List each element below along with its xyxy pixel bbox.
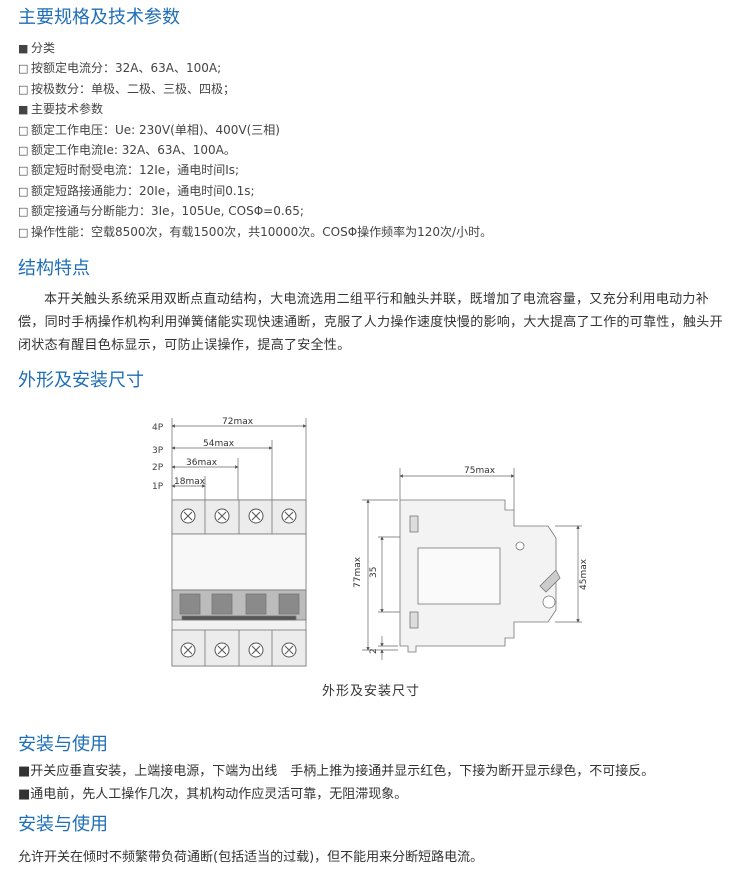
- dimensions-heading: 外形及安装尺寸: [18, 370, 144, 391]
- side-view: [399, 499, 561, 653]
- install-heading-2: 安装与使用: [18, 814, 108, 835]
- pole-label-1p: 1P: [152, 482, 164, 492]
- spec-item: ■主要技术参数: [18, 102, 104, 117]
- specs-heading: 主要规格及技术参数: [18, 7, 180, 28]
- spec-item: □按额定电流分：32A、63A、100A;: [18, 61, 222, 76]
- spec-item: □额定接通与分断能力：3Ie，105Ue, COSΦ=0.65;: [18, 204, 304, 219]
- dim-54max: 54max: [203, 439, 235, 449]
- spec-item: □额定工作电压：Ue: 230V(单相)、400V(三相): [18, 122, 280, 137]
- list-item: 允许开关在倾时不频繁带负荷通断(包括适当的过载)，但不能用来分断短路电流。: [18, 850, 484, 865]
- pole-label-4p: 4P: [152, 423, 164, 433]
- dim-75max: 75max: [464, 466, 496, 476]
- structure-heading: 结构特点: [18, 258, 90, 279]
- dimension-drawing: 4P 3P 2P 1P 72max 54max 36max 18max: [152, 417, 589, 667]
- install-list-1: ■开关应垂直安装，上端接电源，下端为出线 手柄上推为接通并显示红色，下接为断开显…: [18, 760, 654, 806]
- terminal-screws: [180, 508, 297, 658]
- list-item: ■通电前，先人工操作几次，其机构动作应灵活可靠，无阻滞现象。: [18, 787, 408, 802]
- dim-18max: 18max: [174, 477, 206, 487]
- spec-item: □额定工作电流Ie: 32A、63A、100A。: [18, 142, 236, 157]
- list-item: ■开关应垂直安装，上端接电源，下端为出线 手柄上推为接通并显示红色，下接为断开显…: [18, 764, 655, 779]
- dim-35: 35: [369, 567, 379, 578]
- install-list-2: 允许开关在倾时不频繁带负荷通断(包括适当的过载)，但不能用来分断短路电流。: [18, 846, 483, 869]
- specs-list: ■分类 □按额定电流分：32A、63A、100A; □按极数分：单极、二极、三极…: [18, 38, 492, 242]
- dim-2: 2: [369, 648, 379, 654]
- pole-label-3p: 3P: [152, 446, 164, 456]
- spec-item: □额定短时耐受电流：12Ie，通电时间Is;: [18, 163, 240, 178]
- front-view: [171, 499, 307, 667]
- spec-item: □按极数分：单极、二极、三极、四极；: [18, 81, 236, 96]
- diagram-caption: 外形及安装尺寸: [322, 684, 421, 699]
- dim-45max: 45max: [579, 558, 589, 590]
- dim-36max: 36max: [186, 458, 218, 468]
- structure-paragraph: 本开关触头系统采用双断点直动结构，大电流选用二组平行和触头并联，既增加了电流容量…: [18, 292, 723, 353]
- spec-item: ■分类: [18, 41, 56, 55]
- pole-label-2p: 2P: [152, 463, 164, 473]
- spec-item: □操作性能：空载8500次，有载1500次，共10000次。COSΦ操作频率为1…: [18, 224, 493, 239]
- install-heading-1: 安装与使用: [18, 734, 108, 755]
- dim-72max: 72max: [222, 417, 254, 427]
- spec-item: □额定短路接通能力：20Ie，通电时间0.1s;: [18, 183, 255, 198]
- dim-77max: 77max: [353, 556, 363, 588]
